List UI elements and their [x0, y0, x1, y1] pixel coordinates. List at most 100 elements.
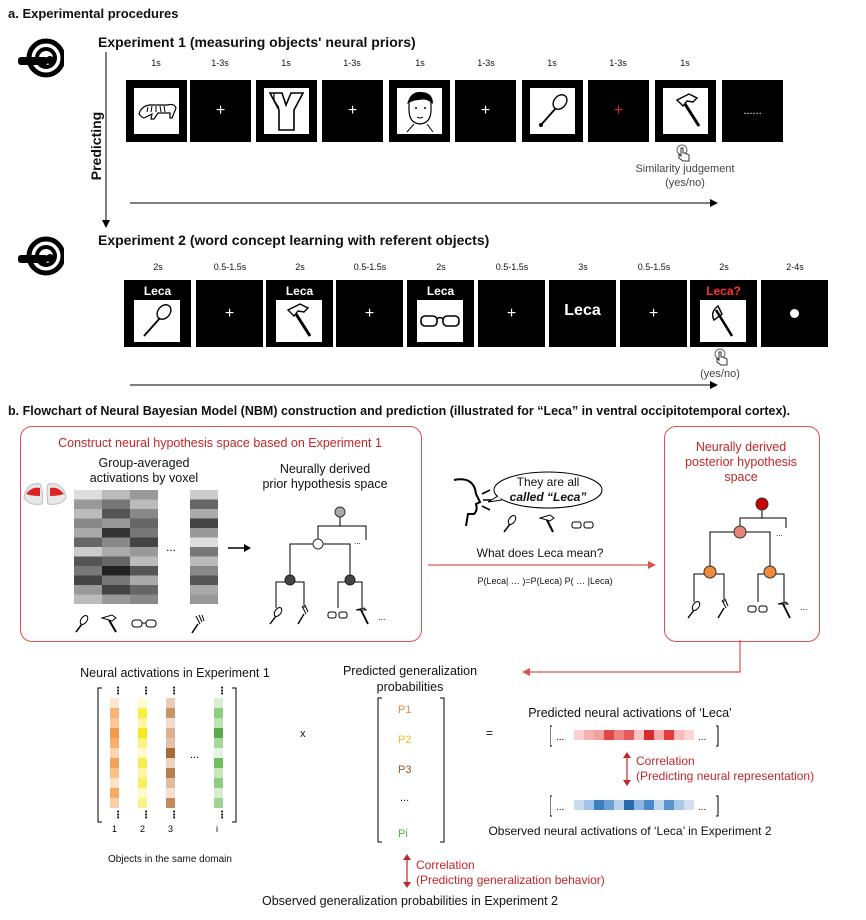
prob-ellipsis: ...	[400, 792, 410, 804]
glasses-icon	[131, 619, 157, 628]
heatmap-cell	[190, 518, 218, 528]
arrow-right	[228, 544, 251, 552]
heatmap-cell	[102, 585, 130, 595]
bar-cell	[654, 730, 664, 740]
heatmap-cell	[74, 566, 102, 576]
matrix-cell	[110, 698, 119, 708]
matrix-cell	[138, 748, 147, 758]
svg-text:...: ...	[800, 602, 808, 612]
bar-ellipsis-left: ...	[556, 732, 564, 743]
matrix-cell	[166, 708, 175, 718]
observed-neural-title: Observed neural activations of ‘Leca’ in…	[488, 824, 772, 838]
spoon-icon	[75, 615, 89, 633]
speech-bubble	[488, 471, 603, 509]
heatmap-cell	[102, 509, 130, 519]
exp1-frame-tiger	[126, 80, 187, 142]
bar-cell	[604, 800, 614, 810]
matrix-cell	[166, 748, 175, 758]
heatmap-cell	[190, 566, 218, 576]
exp2-duration-8: 0.5-1.5s	[637, 262, 671, 272]
heatmap-cell	[102, 528, 130, 538]
heatmap-cell	[130, 585, 158, 595]
bar-bracket-left	[550, 795, 552, 817]
correlation-sub-1: (Predicting neural representation)	[636, 769, 815, 783]
exp1-frame-more: ......	[722, 80, 783, 142]
matrix-cell	[214, 698, 223, 708]
heatmap-cell	[74, 499, 102, 509]
face-icon	[406, 91, 434, 133]
bar-cell	[664, 730, 674, 740]
bar-cell	[634, 730, 644, 740]
posterior-label-2: posterior hypothesis	[685, 455, 797, 469]
matrix-cell	[214, 718, 223, 728]
yes-no-label: (yes/no)	[700, 368, 740, 380]
exp2-duration-10: 2-4s	[786, 262, 804, 272]
bar-cell	[674, 800, 684, 810]
exp1-frame-fixation-red: +	[588, 80, 649, 142]
exp1-frame-hammer	[655, 80, 716, 142]
mri-scanner-icon	[18, 236, 64, 276]
matrix-cell	[166, 728, 175, 738]
exp1-frame-face	[389, 80, 450, 142]
heatmap-cell	[74, 556, 102, 566]
matrix-cell	[110, 768, 119, 778]
matrix-cell	[166, 718, 175, 728]
heatmap-cell	[74, 509, 102, 519]
exp1-duration-5: 1s	[415, 58, 425, 68]
bar-cell	[614, 730, 624, 740]
bar-cell	[574, 800, 584, 810]
exp2-frame-word-only: Leca	[549, 280, 616, 347]
matrix-cell	[138, 738, 147, 748]
matrix-cell	[214, 798, 223, 808]
what-does-leca-mean: What does Leca mean?	[476, 546, 604, 560]
matrix-cell	[138, 698, 147, 708]
object-icons-row	[75, 614, 205, 634]
heatmap-cell	[74, 575, 102, 585]
predicting-arrow	[102, 52, 110, 228]
exp1-duration-7: 1s	[547, 58, 557, 68]
heatmap-cell	[190, 499, 218, 509]
abstract-shape-icon	[268, 92, 305, 131]
matrix-ellipsis: ⋮	[141, 686, 151, 697]
matrix-cell	[138, 788, 147, 798]
heatmap-cell	[190, 585, 218, 595]
bar-cell	[584, 730, 594, 740]
axe-icon	[711, 304, 734, 337]
tiger-icon	[138, 103, 177, 120]
equals-symbol: =	[486, 726, 494, 740]
matrix-cell	[138, 778, 147, 788]
correlation-label-1: Correlation	[636, 754, 695, 768]
mri-scanner-icon	[18, 38, 64, 78]
matrix-ellipsis: ⋮	[217, 810, 227, 821]
heatmap-cell	[74, 490, 102, 500]
bar-cell	[574, 730, 584, 740]
matrix-cell	[110, 718, 119, 728]
hammer-icon	[286, 303, 312, 337]
speech-line-1: They are all	[516, 475, 580, 489]
heatmap-ellipsis: ...	[166, 540, 177, 554]
exp1-duration-6: 1-3s	[477, 58, 495, 68]
heatmap-cell	[102, 566, 130, 576]
bar-cell	[674, 730, 684, 740]
section-a-title: a. Experimental procedures	[8, 6, 179, 21]
matrix-cell	[166, 778, 175, 788]
matrix-cell	[214, 708, 223, 718]
exp2-duration-1: 2s	[153, 262, 163, 272]
predicted-activation-bar: ......	[550, 725, 719, 747]
bar-cell	[664, 800, 674, 810]
matrix-cell	[166, 758, 175, 768]
bar-cell	[594, 730, 604, 740]
heatmap-cell	[74, 594, 102, 604]
matrix-cell	[214, 788, 223, 798]
heatmap-cell	[190, 537, 218, 547]
matrix-cell	[110, 728, 119, 738]
heatmap-cell	[74, 585, 102, 595]
activation-heatmap-last-column	[190, 490, 218, 604]
matrix-cell	[166, 768, 175, 778]
exp2-frame-fixation: +	[196, 280, 263, 347]
matrix-ellipsis: ⋮	[113, 686, 123, 697]
exp2-frame-leca-question: Leca?	[690, 280, 757, 347]
exp2-frame-leca-spoon: Leca	[124, 280, 191, 347]
exp2-duration-9: 2s	[719, 262, 729, 272]
prior-space-label: Neurally derived	[279, 462, 371, 476]
